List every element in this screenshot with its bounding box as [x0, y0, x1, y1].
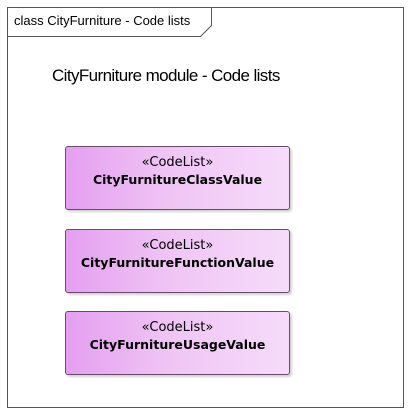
codelist-name: CityFurnitureClassValue [92, 172, 263, 187]
frame-tab-outline [7, 7, 212, 37]
frame-label: class CityFurniture - Code lists [14, 13, 191, 28]
frame-name-tab: class CityFurniture - Code lists [7, 7, 212, 37]
codelist-stereotype: «CodeList» [141, 320, 214, 335]
codelist-usage-value[interactable]: «CodeList» CityFurnitureUsageValue [65, 311, 290, 375]
codelist-class-value[interactable]: «CodeList» CityFurnitureClassValue [65, 146, 290, 210]
codelist-name: CityFurnitureFunctionValue [80, 255, 275, 270]
codelist-stereotype: «CodeList» [141, 238, 214, 253]
codelist-name: CityFurnitureUsageValue [89, 337, 266, 352]
codelist-function-value[interactable]: «CodeList» CityFurnitureFunctionValue [65, 229, 290, 293]
codelist-stereotype: «CodeList» [141, 155, 214, 170]
diagram-title: CityFurniture module - Code lists [52, 66, 280, 85]
